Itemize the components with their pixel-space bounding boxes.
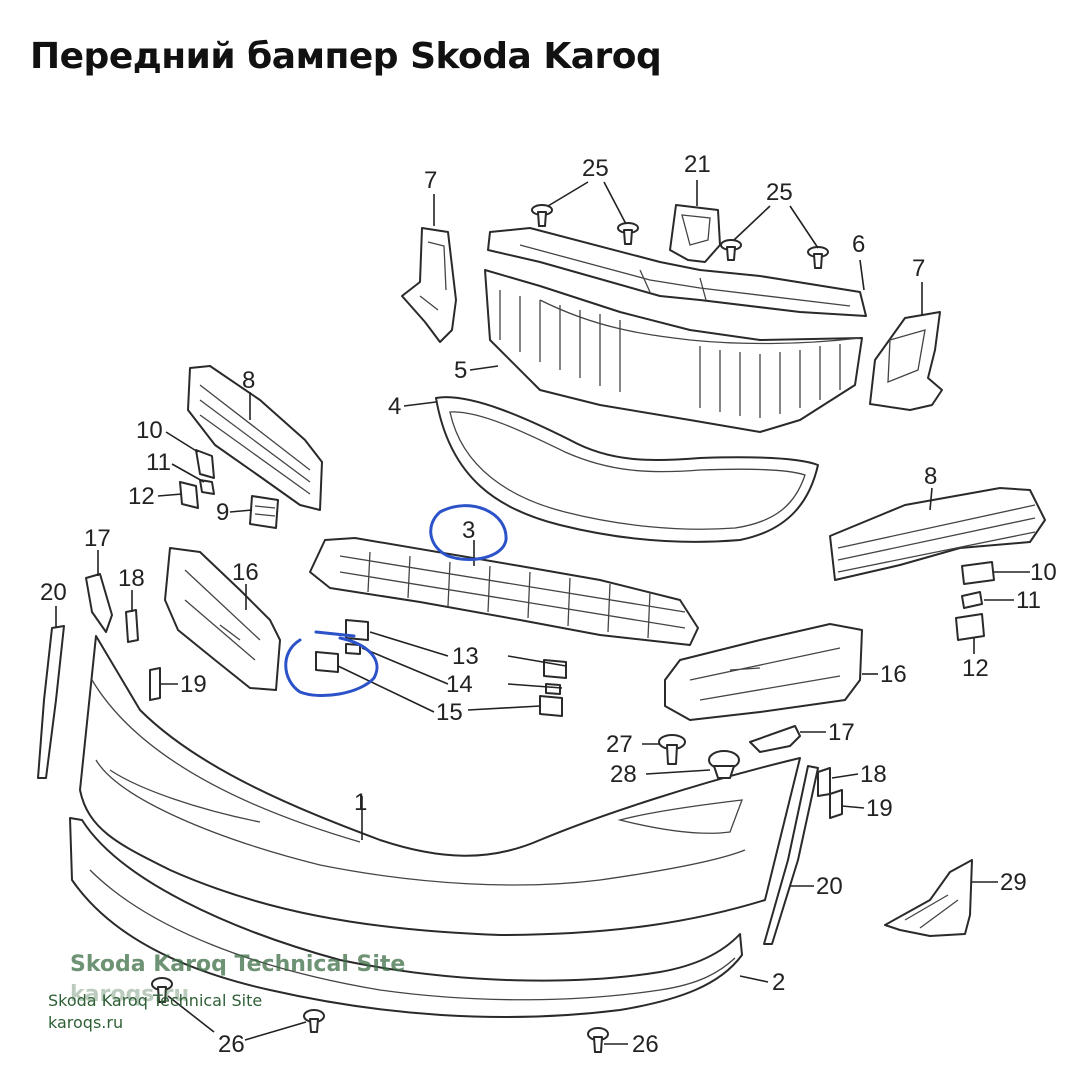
label-7-right: 7 xyxy=(912,255,925,282)
label-3: 3 xyxy=(462,517,475,544)
part-17-right xyxy=(749,725,801,753)
label-1: 1 xyxy=(354,789,367,816)
part-11-right-clip xyxy=(961,591,983,609)
highlight-underline-part-13 xyxy=(314,630,356,638)
screw-25-a xyxy=(531,204,553,227)
part-14-clip xyxy=(345,643,561,695)
label-28: 28 xyxy=(610,761,637,788)
label-20-right: 20 xyxy=(816,873,843,900)
label-5: 5 xyxy=(454,357,467,384)
part-5-radiator-grille xyxy=(484,269,863,433)
label-15: 15 xyxy=(436,699,463,726)
label-4: 4 xyxy=(388,393,401,420)
label-25-left: 25 xyxy=(582,155,609,182)
part-19-right xyxy=(829,789,843,819)
part-18-left xyxy=(125,609,139,643)
label-17-left: 17 xyxy=(84,525,111,552)
part-1-bumper-cover xyxy=(79,635,801,936)
label-18-right: 18 xyxy=(860,761,887,788)
part-11-left-clip xyxy=(199,479,215,495)
part-labels: 7 25 21 25 6 7 5 4 8 8 10 11 12 9 3 10 1… xyxy=(40,151,1057,1058)
highlight-circle-part-3 xyxy=(429,504,508,561)
label-18-left: 18 xyxy=(118,565,145,592)
screw-27 xyxy=(658,734,686,765)
part-10-left-clip xyxy=(195,449,215,479)
page-title: Передний бампер Skoda Karoq xyxy=(30,36,662,77)
part-17-left xyxy=(85,573,113,633)
screw-26-b xyxy=(303,1009,325,1033)
label-26-right: 26 xyxy=(632,1031,659,1058)
label-2: 2 xyxy=(772,969,785,996)
part-9-clip xyxy=(249,495,279,529)
screw-25-b xyxy=(617,222,639,245)
label-13: 13 xyxy=(452,643,479,670)
label-8-left: 8 xyxy=(242,367,255,394)
screw-26-a xyxy=(151,977,173,1003)
label-16-right: 16 xyxy=(880,661,907,688)
label-12-left: 12 xyxy=(128,483,155,510)
leader-lines xyxy=(55,180,1030,1045)
watermark-url: karoqs.ru xyxy=(48,1013,124,1032)
part-7-right-bracket xyxy=(869,311,943,411)
part-3-lower-grille xyxy=(309,537,699,646)
part-8-right-grille xyxy=(829,487,1046,581)
label-27: 27 xyxy=(606,731,633,758)
part-12-left-clip xyxy=(179,481,199,509)
part-29-deflector xyxy=(884,859,973,937)
highlight-marks xyxy=(284,504,508,698)
part-16-right-bracket xyxy=(664,623,863,721)
part-18-right xyxy=(817,767,831,797)
highlight-circle-part-15 xyxy=(284,636,379,698)
label-10-right: 10 xyxy=(1030,559,1057,586)
part-2-lower-spoiler xyxy=(69,817,743,1019)
part-16-left-bracket xyxy=(164,547,281,691)
part-4-grille-frame xyxy=(435,396,819,543)
part-19-left xyxy=(149,667,161,701)
part-6-upper-carrier xyxy=(487,227,867,317)
label-6: 6 xyxy=(852,231,865,258)
label-14: 14 xyxy=(446,671,473,698)
label-7-left: 7 xyxy=(424,167,437,194)
label-11-left: 11 xyxy=(146,449,171,476)
screw-25-c xyxy=(720,239,742,261)
clip-28 xyxy=(708,750,740,779)
label-20-left: 20 xyxy=(40,579,67,606)
label-21: 21 xyxy=(684,151,711,178)
label-26-left: 26 xyxy=(218,1031,245,1058)
label-8-right: 8 xyxy=(924,463,937,490)
part-12-right-clip xyxy=(955,613,985,641)
watermark-site-name: Skoda Karoq Technical Site xyxy=(48,991,263,1010)
screw-25-d xyxy=(807,246,829,269)
part-15-clip xyxy=(315,651,563,717)
label-9: 9 xyxy=(216,499,229,526)
part-20-left-strip xyxy=(37,625,65,779)
label-16-left: 16 xyxy=(232,559,259,586)
label-12-right: 12 xyxy=(962,655,989,682)
label-11-right: 11 xyxy=(1016,587,1041,614)
part-8-left-grille xyxy=(187,365,323,511)
part-20-right-strip xyxy=(763,765,819,945)
part-7-left-bracket xyxy=(401,227,457,343)
watermark-large-url: karoqs.ru xyxy=(70,982,190,1007)
part-21-bracket xyxy=(669,204,721,263)
label-19-left: 19 xyxy=(180,671,207,698)
label-10-left: 10 xyxy=(136,417,163,444)
label-17-right: 17 xyxy=(828,719,855,746)
label-25-right: 25 xyxy=(766,179,793,206)
screw-26-c xyxy=(587,1027,609,1053)
watermark-large: Skoda Karoq Technical Site xyxy=(70,952,406,977)
label-19-right: 19 xyxy=(866,795,893,822)
label-29: 29 xyxy=(1000,869,1027,896)
part-10-right-clip xyxy=(961,561,995,585)
